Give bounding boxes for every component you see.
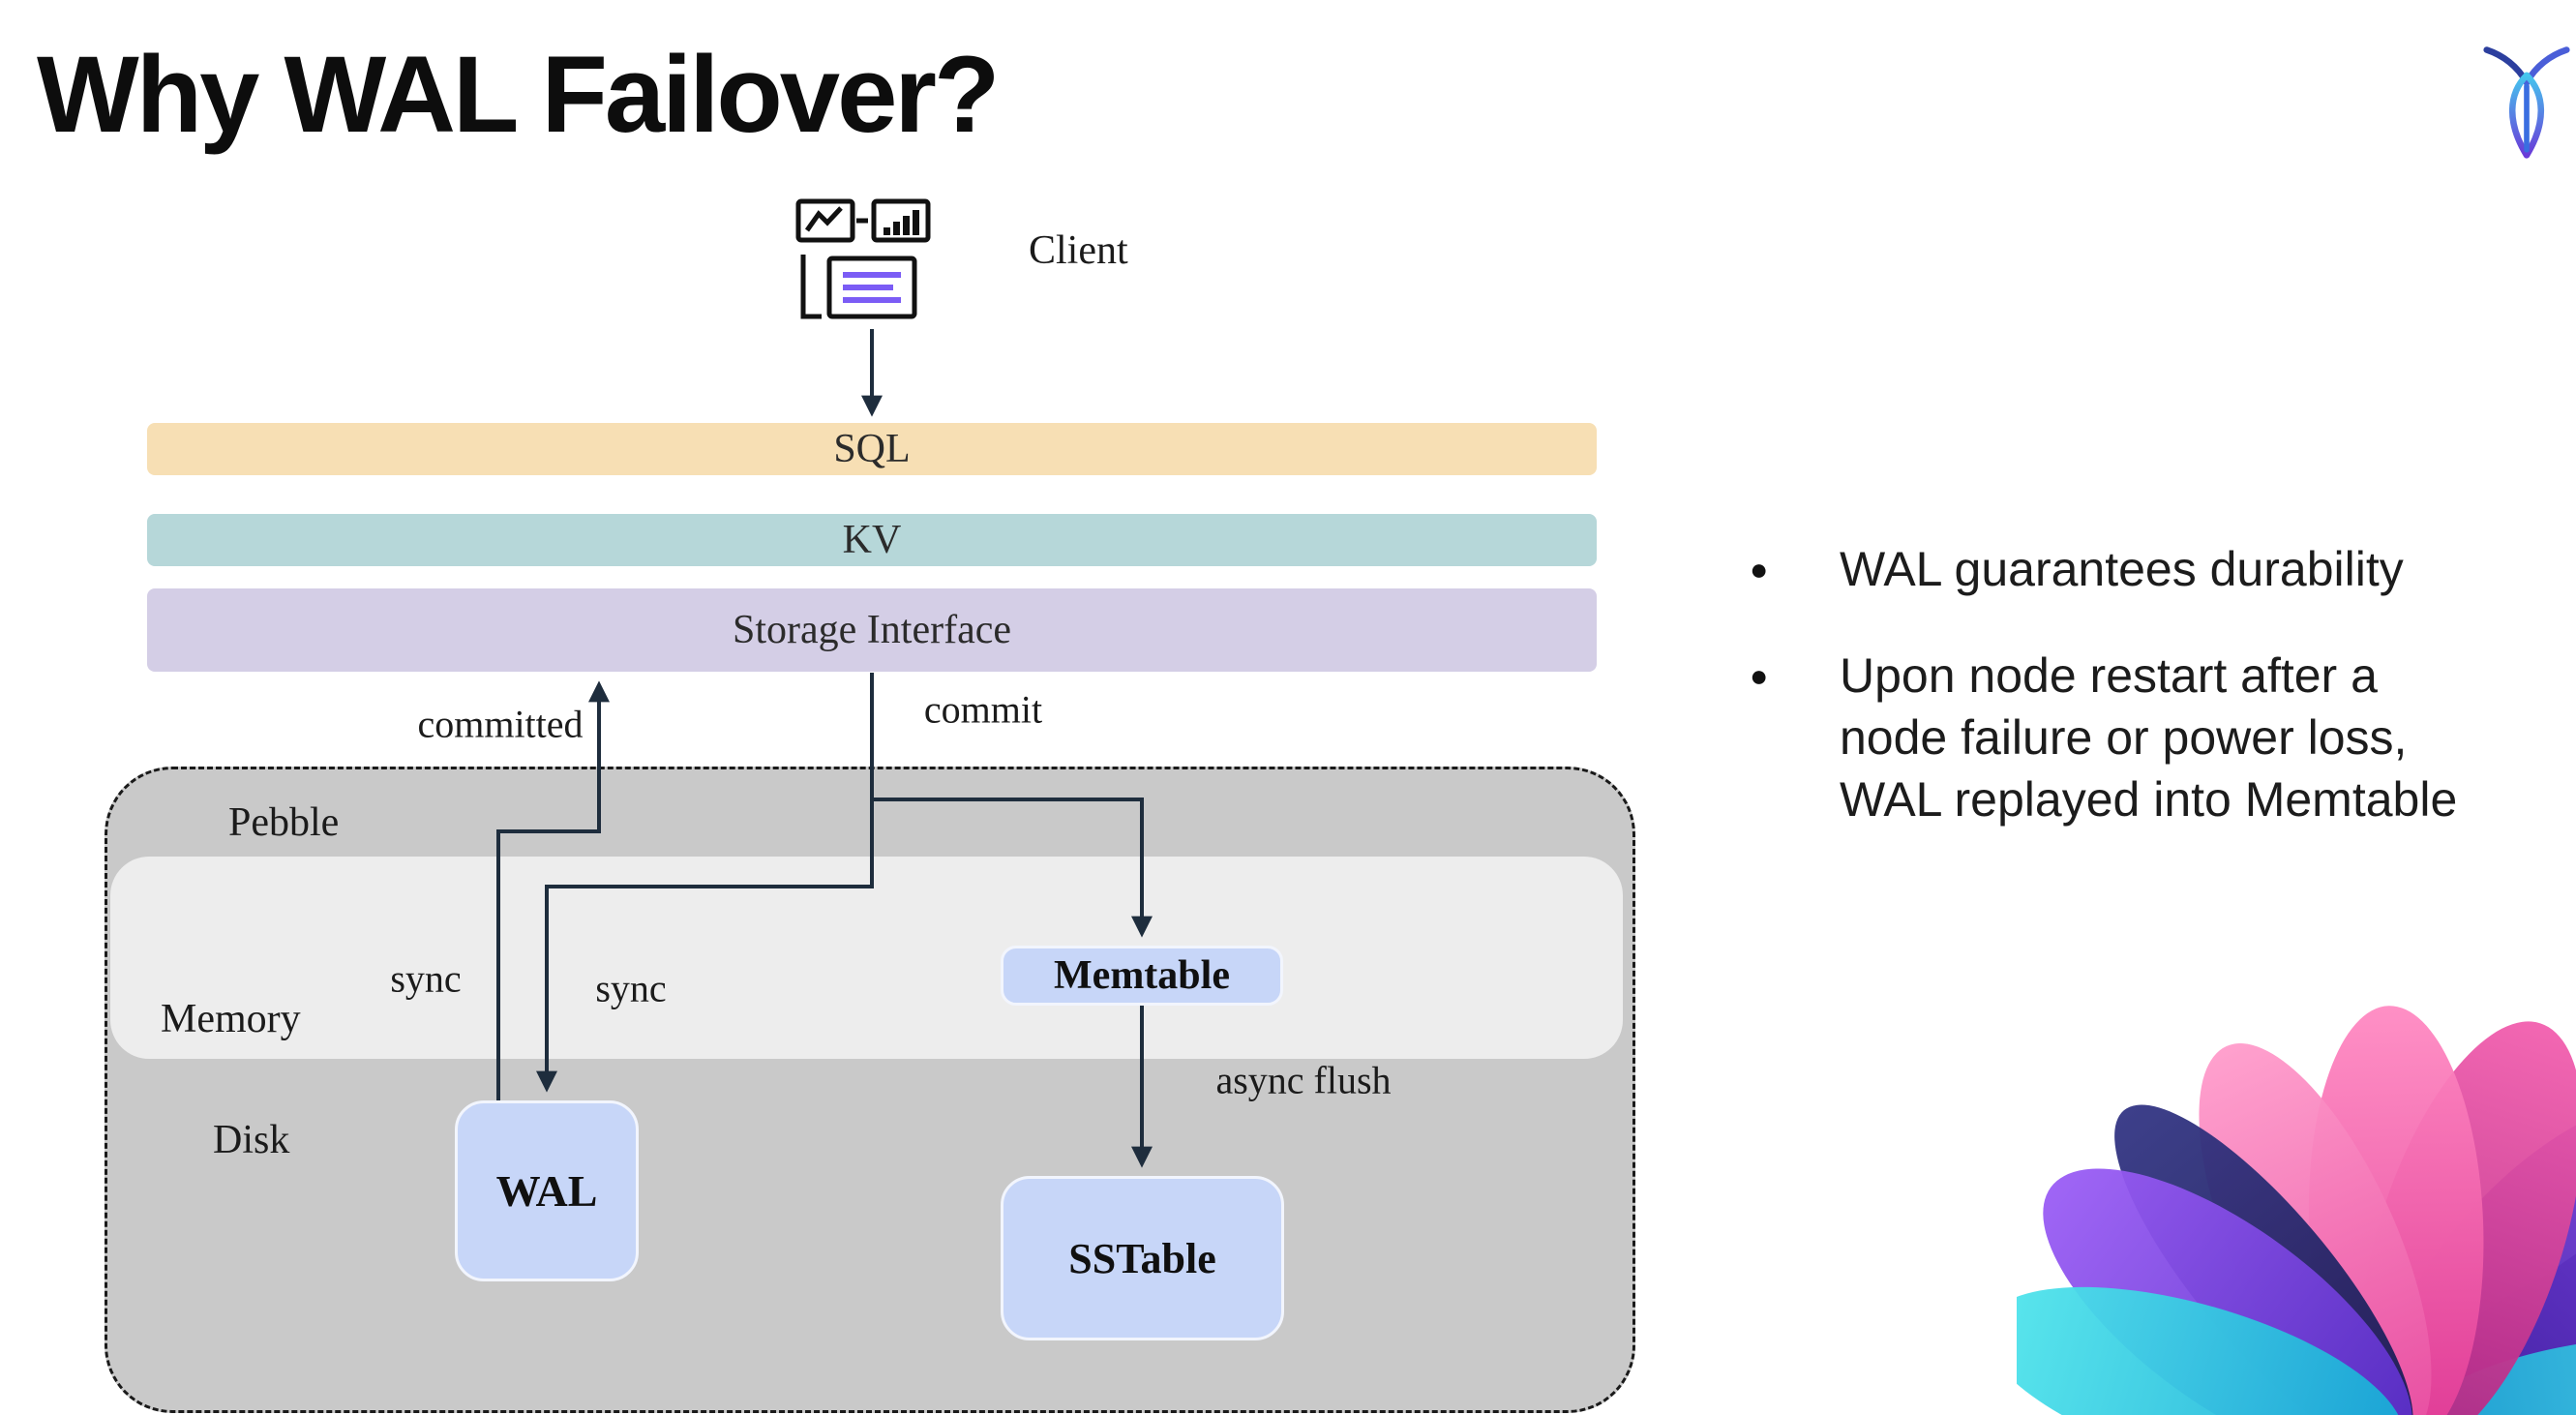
edge-label-async-flush: async flush <box>1215 1058 1392 1102</box>
cockroachdb-logo-icon <box>2483 46 2570 159</box>
layer-storage-label: Storage Interface <box>733 608 1011 652</box>
sstable-box: SSTable <box>1001 1176 1284 1340</box>
disk-label: Disk <box>213 1118 290 1162</box>
bullet-line: WAL guarantees durability <box>1840 542 2404 596</box>
client-devices-icon <box>795 198 931 319</box>
layer-kv: KV <box>147 514 1597 566</box>
layer-sql-label: SQL <box>833 427 911 471</box>
bullet-dot: ● <box>1750 658 1769 693</box>
edge-label-commit: commit <box>923 687 1043 732</box>
petal <box>2400 1336 2576 1415</box>
bullet-list: ● WAL guarantees durability ● Upon node … <box>1750 538 2576 875</box>
layer-storage-interface: Storage Interface <box>147 588 1597 672</box>
wal-label: WAL <box>495 1166 598 1216</box>
bullet-dot: ● <box>1750 552 1769 587</box>
edge-label-sync-left: sync <box>390 956 462 1001</box>
edge-label-committed: committed <box>417 702 584 746</box>
bullet-line: node failure or power loss, <box>1840 710 2408 765</box>
memtable-box: Memtable <box>1001 946 1283 1006</box>
petal-group <box>2017 1006 2576 1415</box>
sstable-label: SSTable <box>1068 1234 1216 1282</box>
bullet-text: WAL guarantees durability <box>1840 538 2404 600</box>
bullet-line: WAL replayed into Memtable <box>1840 772 2458 827</box>
layer-sql: SQL <box>147 423 1597 475</box>
edge-label-sync-right: sync <box>595 966 667 1010</box>
list-item: ● Upon node restart after a node failure… <box>1750 645 2576 830</box>
slide-title: Why WAL Failover? <box>37 34 1000 155</box>
diagram-arrows <box>496 329 1153 1168</box>
client-label: Client <box>1029 228 1128 273</box>
pebble-label: Pebble <box>228 800 340 845</box>
petal <box>2017 1286 2405 1415</box>
wal-box: WAL <box>455 1100 639 1281</box>
memory-label: Memory <box>161 997 301 1041</box>
layer-kv-label: KV <box>842 518 902 562</box>
list-item: ● WAL guarantees durability <box>1750 538 2576 600</box>
memtable-label: Memtable <box>1054 953 1230 998</box>
brand-leaf-sphere-graphic <box>2017 1006 2576 1415</box>
arrow-committed-to-storage <box>496 680 610 1100</box>
bullet-line: Upon node restart after a <box>1840 648 2378 703</box>
arrow-commit-to-memtable <box>870 673 1153 938</box>
arrow-sync-to-wal <box>536 799 874 1093</box>
memory-band <box>110 857 1623 1059</box>
bullet-text: Upon node restart after a node failure o… <box>1840 645 2457 830</box>
